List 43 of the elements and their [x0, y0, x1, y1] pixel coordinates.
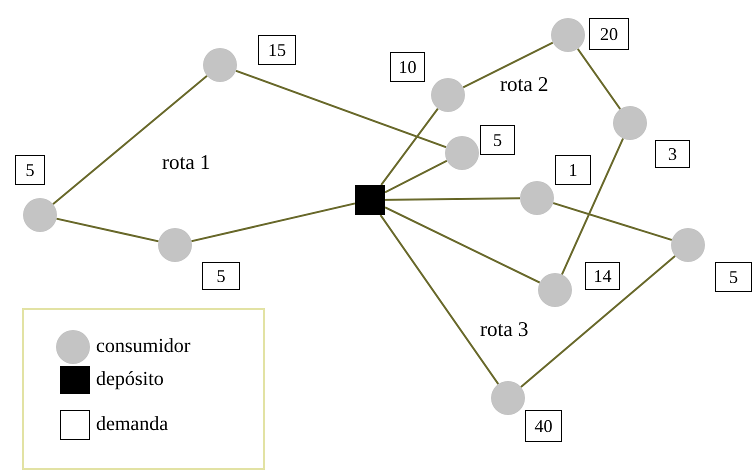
demand-value: 1	[555, 155, 591, 185]
route-line	[236, 70, 446, 148]
route-line	[56, 218, 159, 242]
consumer-circle	[671, 228, 705, 262]
demand-value: 5	[480, 125, 515, 155]
route-label: rota 3	[480, 317, 528, 342]
consumer-circle	[520, 181, 554, 215]
consumer-circle	[445, 136, 479, 170]
consumer-circle	[538, 273, 572, 307]
demand-value: 15	[258, 35, 296, 65]
consumer-circle	[23, 198, 57, 232]
legend-text: demanda	[96, 413, 168, 436]
route-line	[462, 42, 554, 88]
route-line	[552, 202, 672, 241]
route-line	[520, 255, 676, 388]
consumer-circle	[203, 48, 237, 82]
consumer-circle	[491, 381, 525, 415]
consumer-circle	[431, 78, 465, 112]
demand-value: 40	[525, 410, 562, 442]
route-label: rota 1	[162, 150, 210, 175]
route-label: rota 2	[500, 72, 548, 97]
route-line	[380, 214, 500, 385]
route-line	[52, 75, 208, 205]
demand-value: 20	[589, 18, 629, 50]
route-line	[561, 138, 624, 275]
route-line	[384, 206, 540, 284]
route-line	[384, 197, 520, 201]
demand-value: 5	[15, 155, 45, 185]
consumer-circle	[613, 106, 647, 140]
route-line	[191, 202, 356, 242]
depot-square	[355, 185, 385, 215]
demand-value: 5	[202, 262, 240, 290]
legend-text: depósito	[96, 368, 164, 391]
demand-value: 5	[715, 262, 752, 292]
route-line	[380, 108, 439, 186]
demand-value: 10	[390, 52, 425, 82]
consumer-circle	[158, 228, 192, 262]
route-line	[576, 48, 622, 110]
demand-value: 3	[655, 140, 690, 168]
route-line	[384, 160, 448, 194]
consumer-circle	[551, 18, 585, 52]
demand-value: 14	[585, 262, 620, 290]
legend-text: consumidor	[96, 335, 190, 358]
